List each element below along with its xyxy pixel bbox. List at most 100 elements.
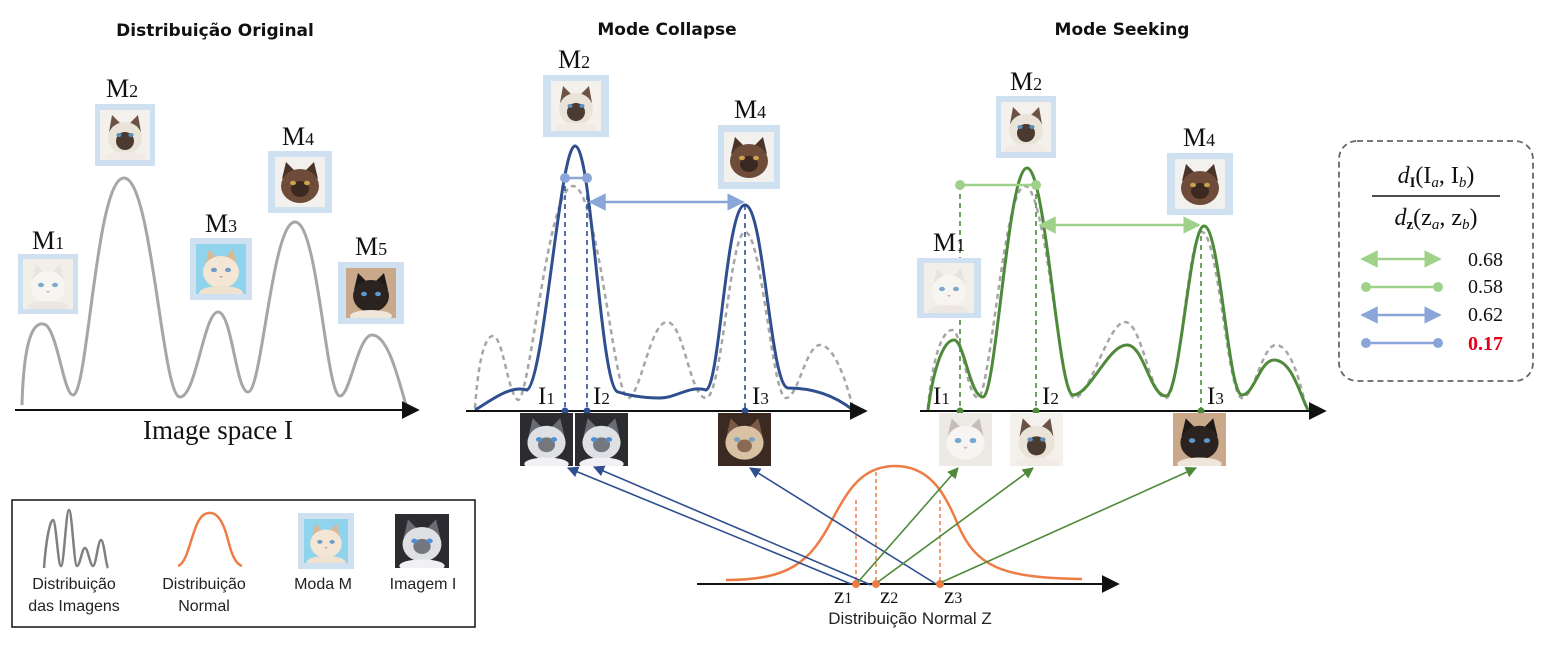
title-collapse: Mode Collapse	[597, 20, 736, 40]
ratio-row-dot-icon	[1433, 338, 1443, 348]
legend-label: Distribuição	[162, 576, 246, 593]
svg-text:M1: M1	[32, 226, 64, 255]
legend: Distribuição das Imagens Distribuição No…	[11, 499, 476, 628]
legend-cat-icon	[304, 519, 348, 563]
svg-text:M5: M5	[355, 232, 387, 261]
seeking-image-i2: I2	[1042, 383, 1059, 410]
svg-text:M4: M4	[282, 122, 314, 151]
svg-text:M3: M3	[205, 209, 237, 238]
panel-original: Image space I M1 M2 M3 M4 M5	[15, 74, 420, 445]
mode-subscript: 2	[129, 81, 138, 101]
svg-text:M2: M2	[1010, 67, 1042, 96]
svg-text:M4: M4	[734, 95, 766, 124]
mode-m5: M5	[338, 232, 404, 324]
legend-label: Imagem I	[390, 576, 457, 593]
ratio-row-dot-icon	[1433, 282, 1443, 292]
distance-dot-icon	[582, 173, 592, 183]
normal-distribution-curve	[725, 464, 1083, 582]
seeking-mode-m4: M4	[1167, 123, 1233, 215]
latent-distribution: z1 z2 z3 Distribuição Normal Z	[697, 464, 1120, 628]
multimodal-curve-icon	[42, 508, 110, 569]
cat-thumbnail-icon	[100, 110, 150, 160]
cat-thumbnail-icon	[1001, 102, 1051, 152]
image-space-label: Image space I	[143, 415, 293, 445]
collapse-mode-m2: M2	[543, 45, 609, 137]
map-z3-to-seeking-i3	[941, 467, 1198, 583]
original-distribution-curve	[20, 176, 408, 406]
cat-thumbnail-icon	[275, 157, 325, 207]
axis-point-icon	[956, 407, 964, 415]
cat-thumbnail-icon	[551, 81, 601, 131]
ratio-row-value: 0.58	[1468, 276, 1503, 298]
generated-image-i3-icon	[1173, 413, 1226, 466]
axis-point-icon	[583, 407, 591, 415]
cat-thumbnail-icon	[924, 263, 974, 313]
collapse-image-i2: I2	[593, 383, 610, 410]
mode-subscript: 3	[228, 216, 237, 236]
ratio-row-value-highlight: 0.17	[1468, 333, 1503, 355]
legend-label: Normal	[178, 598, 230, 615]
ratio-row-dot-icon	[1361, 338, 1371, 348]
collapse-image-i3: I3	[752, 383, 769, 410]
generated-image-i2-icon	[575, 413, 628, 466]
seeking-image-i1: I1	[933, 383, 950, 410]
map-z2-to-seeking-i2	[877, 467, 1034, 583]
seeking-reference-curve	[926, 184, 1308, 409]
svg-text:M4: M4	[1183, 123, 1215, 152]
generated-image-i3-icon	[718, 413, 771, 466]
mode-subscript: 4	[305, 129, 314, 149]
seeking-generated-curve	[926, 166, 1310, 411]
cat-thumbnail-icon	[196, 244, 246, 294]
legend-label: Distribuição	[32, 576, 116, 593]
cat-thumbnail-icon	[724, 132, 774, 182]
distance-dot-icon	[560, 173, 570, 183]
generated-image-i1-icon	[520, 413, 573, 466]
title-original: Distribuição Original	[116, 21, 314, 41]
collapse-image-i1: I1	[538, 383, 555, 410]
title-seeking: Mode Seeking	[1055, 20, 1190, 40]
legend-label: das Imagens	[28, 598, 120, 615]
seeking-mode-m2: M2	[996, 67, 1056, 158]
latent-point-z2: z2	[880, 583, 898, 608]
svg-text:M2: M2	[106, 74, 138, 103]
seeking-mode-m1: M1	[917, 228, 981, 318]
axis-point-icon	[741, 407, 749, 415]
legend-label: Moda M	[294, 576, 352, 593]
cat-thumbnail-icon	[23, 259, 73, 309]
axis-point-icon	[561, 407, 569, 415]
axis-point-icon	[1197, 407, 1205, 415]
ratio-row-value: 0.68	[1468, 249, 1503, 271]
mode-label: M	[205, 209, 228, 238]
collapse-generated-curve	[474, 144, 854, 412]
latent-point-z1: z1	[834, 583, 852, 608]
panel-seeking: I1 I2 I3 M1 M2 M4	[917, 67, 1327, 466]
ratio-row-value: 0.62	[1468, 304, 1503, 326]
bell-curve-icon	[177, 511, 243, 568]
mode-label: M	[106, 74, 129, 103]
distance-dot-icon	[1031, 180, 1041, 190]
map-z1-to-seeking-i1	[857, 467, 959, 583]
svg-text:M2: M2	[558, 45, 590, 74]
generated-image-i1-icon	[939, 413, 992, 466]
collapse-mode-m4: M4	[718, 95, 780, 189]
ratio-numerator: dI(Ia, Ib)	[1398, 163, 1475, 191]
mode-m3: M3	[190, 209, 252, 300]
ratio-row-dot-icon	[1361, 282, 1371, 292]
mode-m1: M1	[18, 226, 78, 314]
cat-thumbnail-icon	[346, 268, 396, 318]
mode-label: M	[32, 226, 55, 255]
map-z1-to-collapse-i1	[566, 466, 852, 585]
mode-subscript: 1	[55, 233, 64, 253]
cat-thumbnail-icon	[1175, 159, 1225, 209]
collapse-reference-curve	[473, 184, 855, 409]
axis-point-icon	[1032, 407, 1040, 415]
mode-m4: M4	[268, 122, 332, 213]
map-z3-to-collapse-i3	[749, 467, 937, 585]
distance-dot-icon	[955, 180, 965, 190]
panel-collapse: I1 I2 I3 M2 M4	[466, 45, 868, 466]
mode-subscript: 5	[378, 239, 387, 259]
mode-label: M	[355, 232, 378, 261]
mode-label: M	[282, 122, 305, 151]
latent-point-z3: z3	[944, 583, 962, 608]
